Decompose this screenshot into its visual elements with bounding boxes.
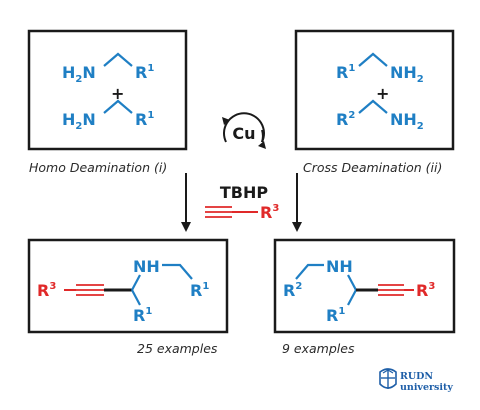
rudn-logo-line2: university bbox=[400, 382, 453, 393]
cu-label: Cu bbox=[232, 124, 255, 143]
cross-product-c-r1-bond bbox=[347, 289, 357, 306]
cross-amine-1-r1: R1 bbox=[336, 63, 355, 82]
cu-catalyst-cycle-icon bbox=[222, 112, 266, 149]
homo-product-nh: NH bbox=[133, 257, 160, 276]
homo-deamination-caption: Homo Deamination (i) bbox=[29, 160, 167, 175]
homo-product-c-n-bond bbox=[131, 274, 141, 291]
cross-product-r3: R3 bbox=[416, 281, 435, 300]
cross-product-nh: NH bbox=[326, 257, 353, 276]
homo-amine-1-h2n: H2N bbox=[62, 63, 96, 85]
cross-amine-2-nh2: NH2 bbox=[390, 110, 424, 132]
alkyne-r3: R3 bbox=[260, 203, 279, 222]
cross-product-left-bonds bbox=[295, 263, 324, 280]
rudn-emblem-icon bbox=[379, 368, 397, 389]
cross-deamination-caption: Cross Deamination (ii) bbox=[303, 160, 442, 175]
homo-product-triple-bond bbox=[64, 284, 104, 296]
cross-amine-2-r2: R2 bbox=[336, 110, 355, 129]
rudn-logo-line1: RUDN bbox=[400, 371, 433, 382]
homo-examples-count: 25 examples bbox=[137, 341, 218, 356]
homo-product-c-r1-bond bbox=[131, 289, 141, 306]
homo-product-box bbox=[27, 238, 229, 334]
homo-amine-2-bonds bbox=[103, 99, 133, 114]
cross-amine-1-nh2: NH2 bbox=[390, 63, 424, 85]
cross-examples-count: 9 examples bbox=[282, 341, 355, 356]
cross-reactants-box bbox=[294, 29, 455, 151]
homo-plus-sign: + bbox=[111, 84, 124, 103]
homo-product-ethyl-bonds bbox=[162, 263, 193, 280]
homo-amine-2-r1: R1 bbox=[135, 110, 154, 129]
cross-product-box bbox=[273, 238, 456, 334]
homo-amine-2-h2n: H2N bbox=[62, 110, 96, 132]
cross-product-r1: R1 bbox=[326, 306, 345, 325]
homo-product-r1-right: R1 bbox=[190, 281, 209, 300]
alkyne-reagent bbox=[205, 206, 258, 218]
homo-product-r3: R3 bbox=[37, 281, 56, 300]
homo-reactants-box bbox=[27, 29, 188, 151]
tbhp-label: TBHP bbox=[220, 183, 269, 202]
homo-amine-1-bonds bbox=[103, 52, 133, 67]
cross-product-n-c-bond bbox=[347, 274, 357, 291]
homo-product-r1-bottom: R1 bbox=[133, 306, 152, 325]
cross-product-triple-bond bbox=[378, 284, 414, 296]
cross-amine-1-bonds bbox=[358, 52, 388, 67]
cross-amine-2-bonds bbox=[358, 99, 388, 114]
homo-amine-1-r1: R1 bbox=[135, 63, 154, 82]
cross-product-r2: R2 bbox=[283, 281, 302, 300]
cross-plus-sign: + bbox=[376, 84, 389, 103]
